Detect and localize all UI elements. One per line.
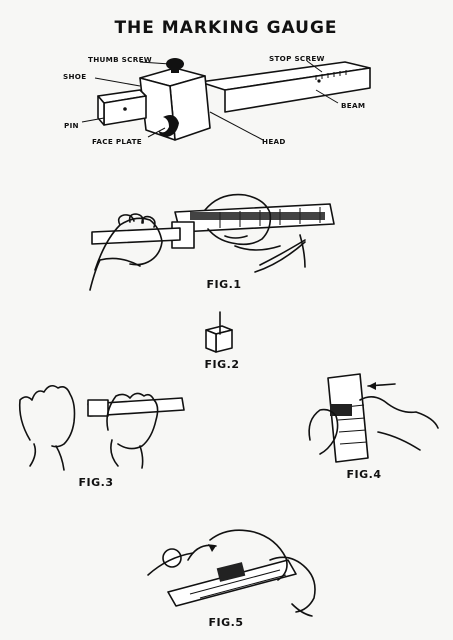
figure-1-caption: FIG.1 — [207, 278, 242, 291]
figure-4-illustration: FIG.4 — [308, 373, 439, 481]
figure-3-illustration: FIG.3 — [18, 384, 185, 489]
label-pin: PIN — [64, 121, 79, 130]
figure-2-illustration: FIG.2 — [205, 311, 240, 371]
figure-2-caption: FIG.2 — [205, 358, 240, 371]
leader-lines — [81, 60, 339, 141]
shoe-end — [97, 89, 147, 126]
figure-1-illustration: FIG.1 — [89, 193, 335, 291]
label-beam: BEAM — [341, 101, 365, 110]
beam — [199, 61, 371, 113]
marking-gauge-illustration: THUMB SCREW SHOE PIN FACE PLATE HEAD STO… — [63, 54, 371, 146]
face-plate-shape — [159, 115, 179, 137]
label-stop-screw: STOP SCREW — [269, 54, 325, 63]
figure-5-illustration: FIG.5 — [147, 529, 316, 629]
figure-3-caption: FIG.3 — [79, 476, 114, 489]
head — [139, 67, 211, 141]
label-shoe: SHOE — [63, 72, 86, 81]
thumb-screw — [166, 58, 184, 73]
figure-4-caption: FIG.4 — [347, 468, 382, 481]
figure-5-caption: FIG.5 — [209, 616, 244, 629]
diagram-title: THE MARKING GAUGE — [114, 18, 337, 38]
label-head: HEAD — [262, 137, 286, 146]
label-face-plate: FACE PLATE — [92, 137, 142, 146]
label-thumb-screw: THUMB SCREW — [88, 55, 152, 64]
stop-screw — [317, 79, 321, 83]
